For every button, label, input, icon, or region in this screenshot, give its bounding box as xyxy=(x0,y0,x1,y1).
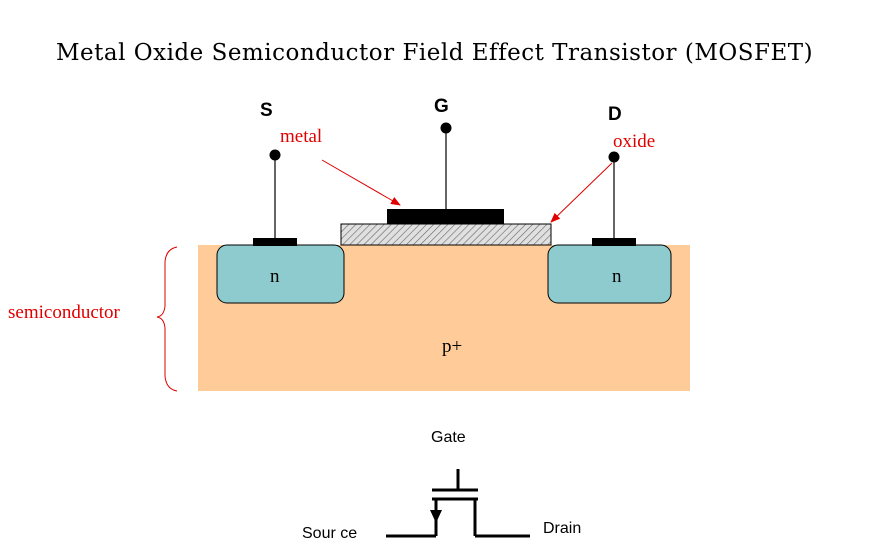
semiconductor-annotation: semiconductor xyxy=(8,302,120,323)
semiconductor-brace xyxy=(156,246,178,392)
n-well-right xyxy=(547,244,672,304)
metal-annotation: metal xyxy=(280,126,323,147)
symbol-arrow xyxy=(430,510,442,523)
source-contact xyxy=(253,238,297,246)
n-region-right-label: n xyxy=(612,266,622,287)
drain-terminal-label: D xyxy=(608,104,622,125)
oxide-annotation: oxide xyxy=(613,131,656,152)
gate-terminal-dot xyxy=(440,122,452,134)
mosfet-symbol xyxy=(386,469,530,538)
drain-terminal-dot xyxy=(608,151,620,163)
symbol-source-label: Sour ce xyxy=(302,525,358,542)
metal-arrow xyxy=(321,159,401,206)
oxide-arrow xyxy=(550,162,613,223)
n-region-left-label: n xyxy=(270,266,280,287)
n-well-left xyxy=(216,244,345,304)
symbol-drain-label: Drain xyxy=(543,520,582,537)
p-substrate-label: p+ xyxy=(442,336,463,357)
oxide-layer xyxy=(340,223,552,246)
source-terminal-label: S xyxy=(260,100,273,121)
symbol-gate-label: Gate xyxy=(431,429,466,446)
drain-contact xyxy=(592,238,636,246)
page-title: Metal Oxide Semiconductor Field Effect T… xyxy=(55,40,814,66)
gate-terminal-label: G xyxy=(434,96,449,117)
source-terminal-dot xyxy=(269,149,281,161)
metal-gate xyxy=(387,209,504,224)
